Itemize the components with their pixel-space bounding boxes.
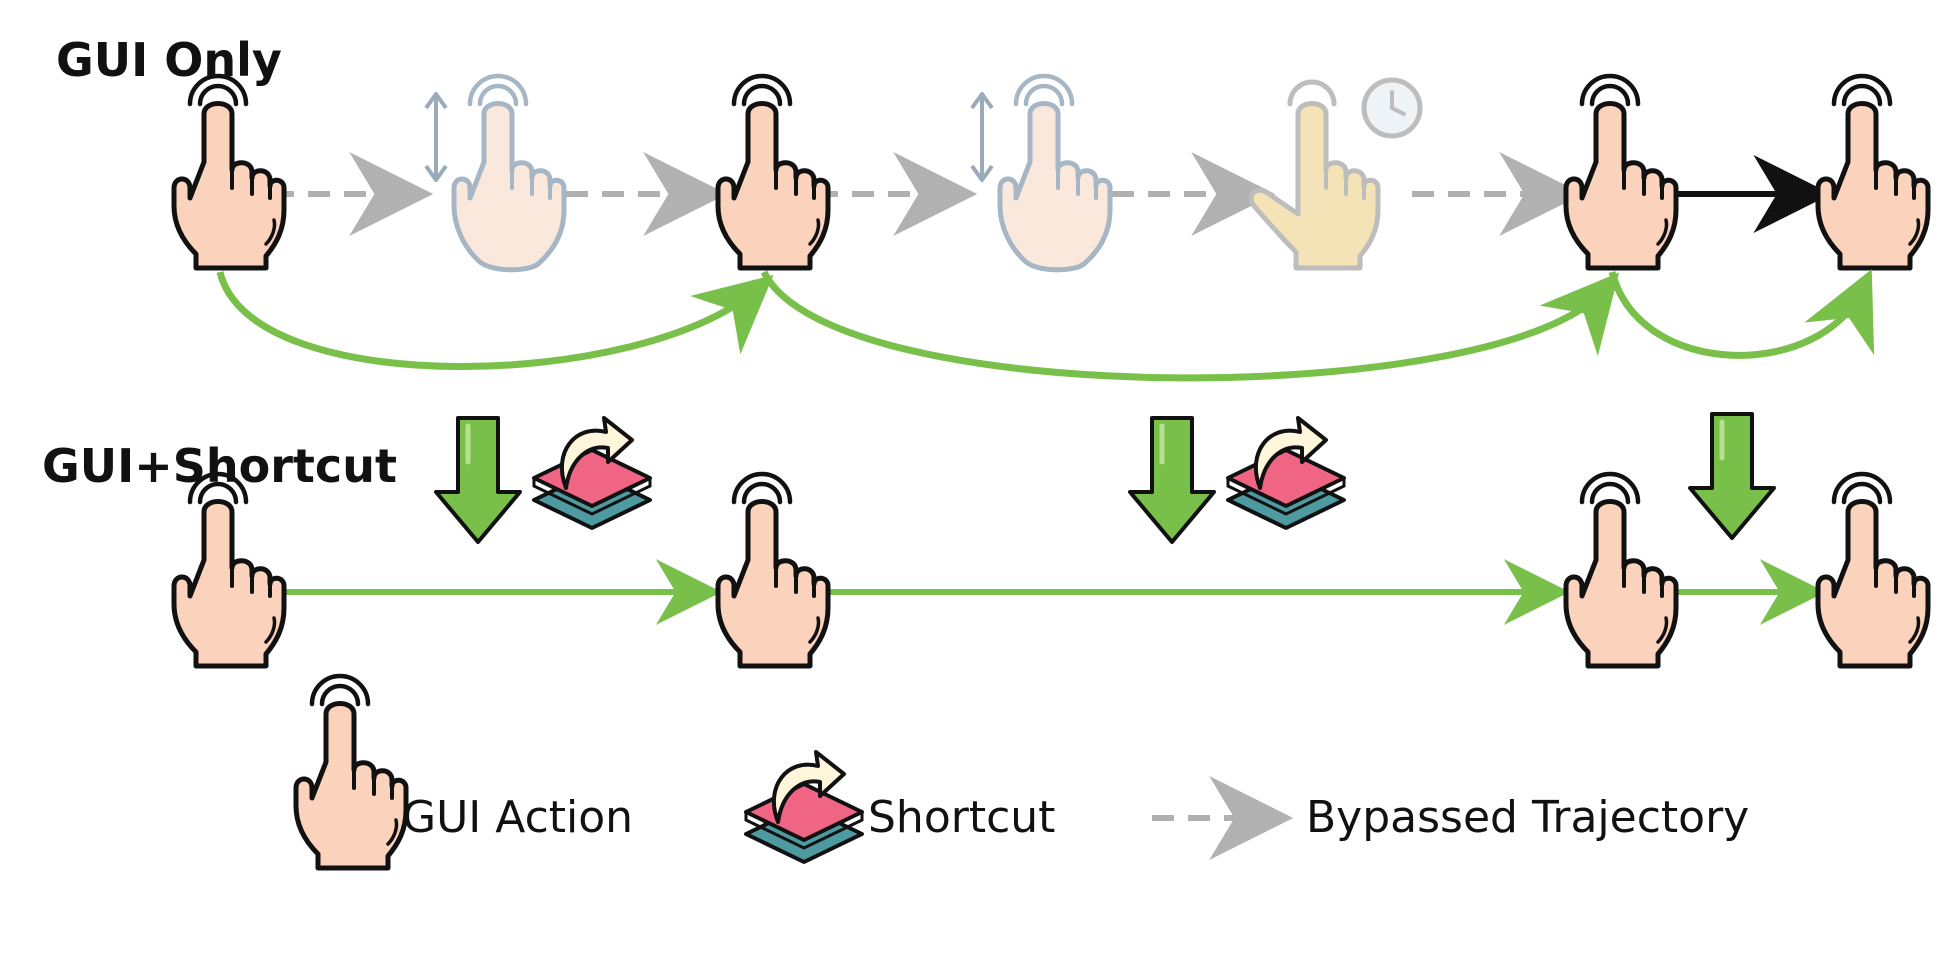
legend-gui-action-label: GUI Action — [402, 792, 633, 843]
legend: GUI Action Shortcut Bypassed Trajectory — [296, 676, 1749, 868]
legend-shortcut-icon — [744, 750, 864, 864]
gui-only-row — [174, 76, 1928, 382]
shortcut-layers-icon — [532, 416, 652, 530]
tap-hand-icon — [1566, 474, 1676, 666]
gui-shortcut-row — [174, 474, 1928, 666]
scroll-hand-icon — [426, 76, 564, 270]
tap-hand-icon — [1818, 76, 1928, 268]
wait-hand-icon — [1251, 80, 1420, 268]
legend-gui-action-icon — [296, 676, 406, 868]
down-arrow-icon — [1690, 414, 1774, 538]
legend-bypassed-label: Bypassed Trajectory — [1306, 792, 1749, 843]
down-arrow-icon — [436, 418, 520, 542]
tap-hand-icon — [718, 474, 828, 666]
row-title-gui-only: GUI Only — [56, 33, 282, 87]
shortcut-arc — [216, 271, 774, 370]
shortcut-layers-icon — [1226, 416, 1346, 530]
legend-shortcut-label: Shortcut — [868, 792, 1055, 843]
down-arrow-icon — [1130, 418, 1214, 542]
shortcut-arc — [760, 270, 1620, 382]
tap-hand-icon — [174, 76, 284, 268]
tap-hand-icon — [1818, 474, 1928, 666]
tap-hand-icon — [718, 76, 828, 268]
scroll-hand-icon — [972, 76, 1110, 270]
tap-hand-icon — [1566, 76, 1676, 268]
tap-hand-icon — [174, 474, 284, 666]
shortcut-arc — [1608, 269, 1874, 359]
